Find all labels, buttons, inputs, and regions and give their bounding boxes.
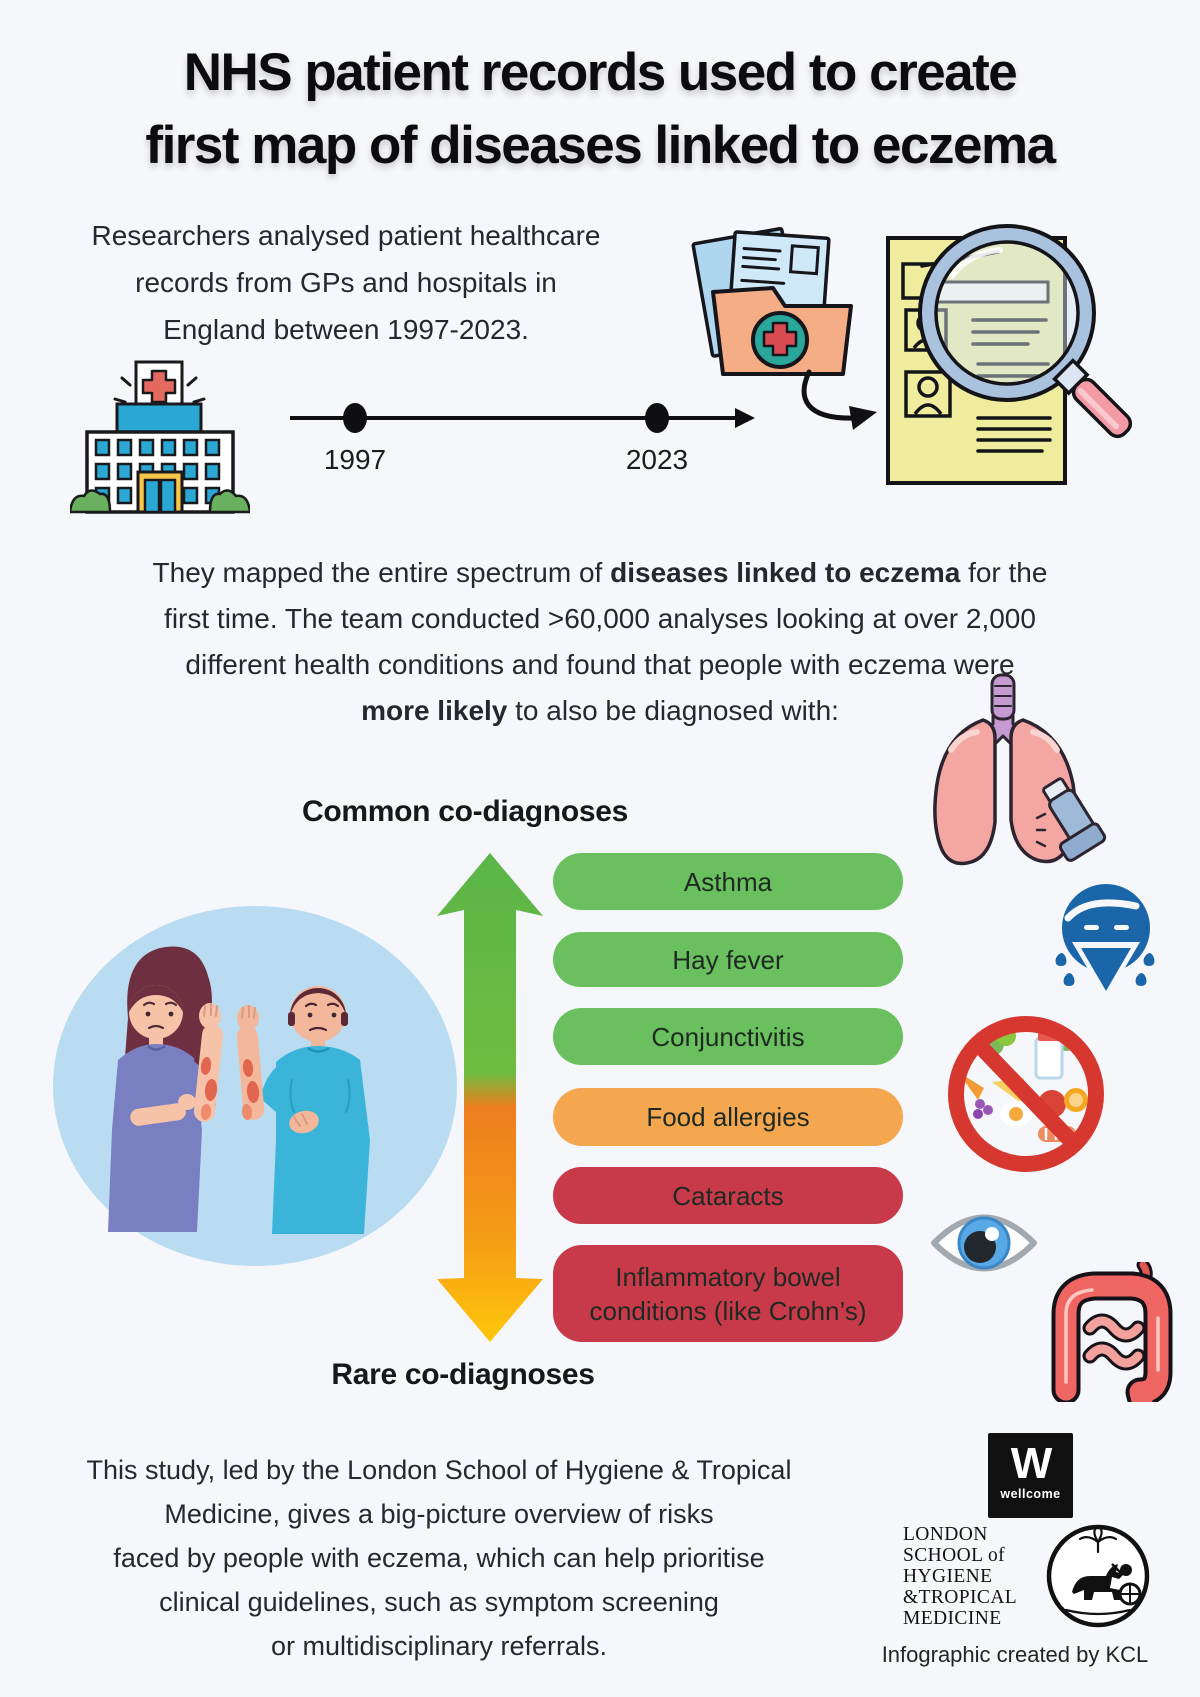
lshtm-emblem: [1046, 1524, 1150, 1628]
sneezing-person-icon: [1055, 884, 1155, 1000]
study-summary-paragraph: This study, led by the London School of …: [86, 1455, 792, 1661]
common-codiagnoses-label: Common co-diagnoses: [302, 795, 628, 828]
food-allergy-prohibited-icon: [948, 1016, 1104, 1172]
pill-label: Inflammatory bowel conditions (like Croh…: [589, 1261, 867, 1326]
mapping-paragraph: They mapped the entire spectrum of disea…: [50, 550, 1150, 734]
curved-arrow-icon: [801, 369, 877, 430]
pill-asthma: Asthma: [553, 853, 903, 910]
pill-label: Conjunctivitis: [651, 1021, 805, 1052]
mapping-bold2: more likely: [361, 695, 508, 726]
records-folder-icon: [691, 226, 853, 376]
timeline-end-year: 2023: [625, 444, 689, 475]
pill-label: Cataracts: [672, 1180, 784, 1211]
mapping-seg3: to also be diagnosed with:: [507, 695, 839, 726]
pill-inflammatory-bowel: Inflammatory bowel conditions (like Croh…: [553, 1245, 903, 1342]
credit-line: Infographic created by KCL: [881, 1642, 1149, 1667]
eye-icon: [931, 1214, 1037, 1272]
diagnosis-pill-list: Asthma Hay fever Conjunctivitis Food all…: [553, 853, 903, 1342]
magnifier-document-icon: [886, 224, 1133, 485]
page-title: NHS patient records used to create first…: [0, 36, 1200, 182]
common-rare-gradient-arrow: [437, 853, 543, 1342]
pill-hay-fever: Hay fever: [553, 932, 903, 987]
lshtm-logo-text: LONDON SCHOOL of HYGIENE &TROPICAL MEDIC…: [903, 1524, 1018, 1629]
lungs-inhaler-icon: [933, 673, 1107, 866]
mapping-seg1: They mapped the entire spectrum of: [152, 557, 611, 588]
timeline-arrow-icon: [290, 403, 755, 433]
timeline-start-year: 1997: [323, 444, 387, 475]
pill-cataracts: Cataracts: [553, 1167, 903, 1224]
wellcome-logo-label: wellcome: [1000, 1487, 1061, 1501]
pill-label: Hay fever: [672, 944, 784, 975]
eczema-patients-illustration: [53, 906, 457, 1266]
page-title-line2: first map of diseases linked to eczema: [145, 116, 1056, 175]
pill-label: Asthma: [683, 866, 773, 897]
wellcome-logo: W wellcome: [988, 1433, 1073, 1518]
intro-paragraph: Researchers analysed patient healthcare …: [91, 220, 601, 345]
rare-codiagnoses-label: Rare co-diagnoses: [331, 1358, 595, 1391]
pill-label: Food allergies: [646, 1102, 810, 1132]
wellcome-logo-w: W: [1010, 1439, 1053, 1488]
pill-conjunctivitis: Conjunctivitis: [553, 1008, 903, 1065]
hospital-icon: [70, 360, 250, 514]
intestines-icon: [1051, 1262, 1173, 1402]
mapping-bold1: diseases linked to eczema: [610, 557, 961, 588]
pill-food-allergies: Food allergies: [553, 1088, 903, 1146]
mapping-seg2: for the first time. The team conducted >…: [164, 557, 1048, 680]
page-title-line1: NHS patient records used to create: [183, 43, 1018, 102]
